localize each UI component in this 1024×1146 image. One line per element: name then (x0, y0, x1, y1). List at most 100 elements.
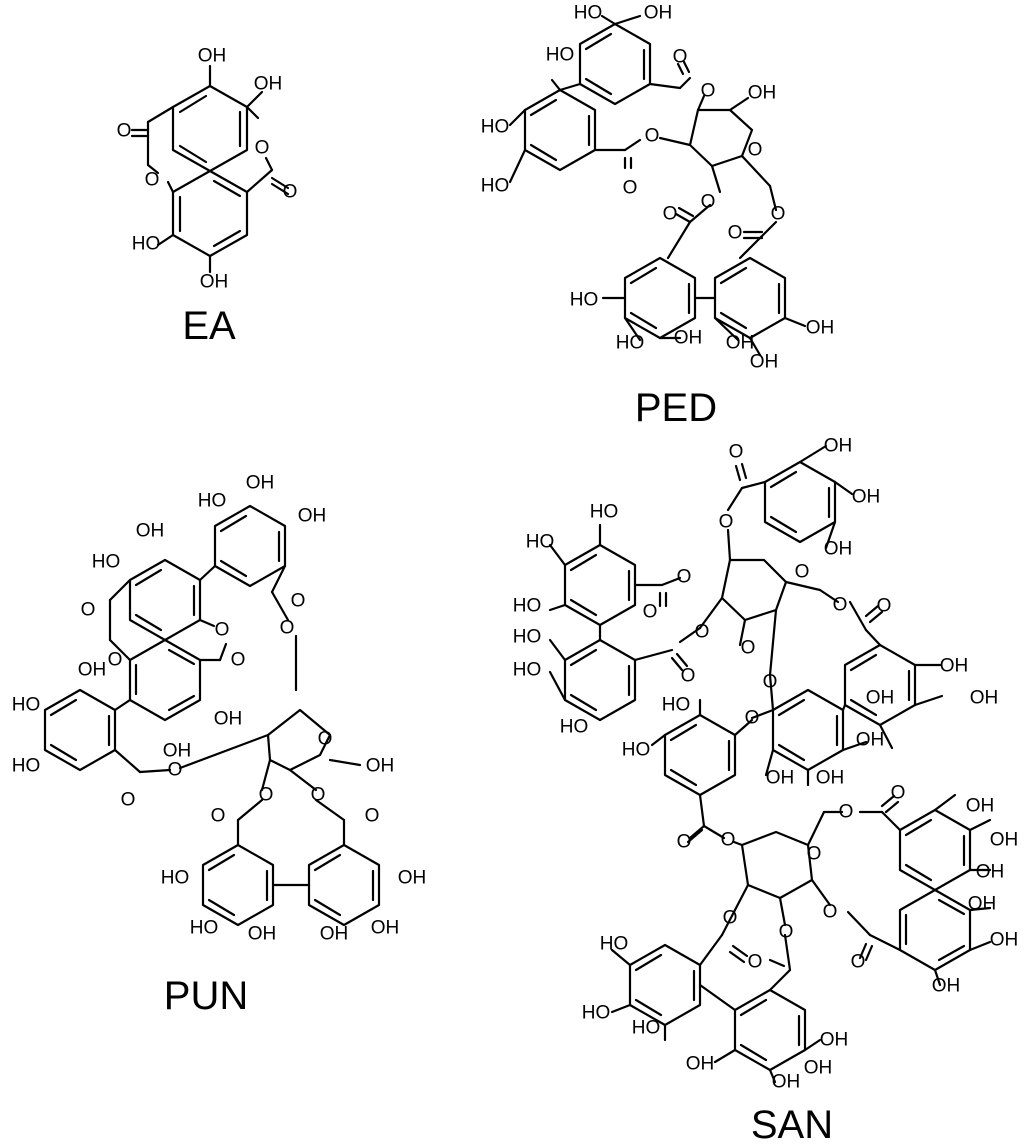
pun-atom-oh-2: OH (298, 506, 327, 527)
san-atom-oh-13: OH (968, 894, 997, 915)
ea-atom-oh-top: OH (198, 46, 227, 67)
pun-atom-o-13: O (365, 806, 380, 827)
san-atom-o-18: O (723, 908, 738, 929)
san-atom-oh-14: OH (990, 930, 1019, 951)
san-structure: OH O OH HO O OH HO O O O O HO O O HO O O… (513, 436, 1019, 1146)
ped-atom-o-9: O (728, 223, 743, 244)
ped-atom-o-8: O (663, 204, 678, 225)
san-compound-label: SAN (751, 1103, 833, 1146)
pun-atom-oh-7: OH (366, 756, 395, 777)
ped-bonds (508, 14, 807, 357)
san-atom-o-2: O (719, 512, 734, 533)
ped-atom-oh-6: OH (806, 318, 835, 339)
ea-atom-ho-bottom-left: HO (132, 234, 161, 255)
san-atom-oh-12: OH (976, 862, 1005, 883)
ped-atom-ho-6: HO (616, 333, 645, 354)
pun-atom-oh-4: OH (78, 660, 107, 681)
ea-atom-o-ring-right: O (255, 138, 270, 159)
ped-atom-o-3: O (645, 126, 660, 147)
ped-atom-ho-5: HO (570, 290, 599, 311)
pun-atom-oh-1: OH (246, 473, 275, 494)
ped-atom-ho-2: HO (546, 45, 575, 66)
pun-atom-oh-9: OH (248, 924, 277, 945)
san-atom-oh-8: OH (766, 768, 795, 789)
pun-atom-o-9: O (121, 790, 136, 811)
pun-atom-oh-3: OH (136, 521, 165, 542)
ped-atom-oh-1: OH (644, 3, 673, 24)
pun-atom-oh-10: OH (320, 924, 349, 945)
san-atom-o-12: O (745, 708, 760, 729)
pun-bonds (43, 504, 381, 927)
san-atom-o-8: O (695, 622, 710, 643)
pun-atom-o-1: O (81, 600, 96, 621)
san-atom-o-1: O (729, 442, 744, 463)
ped-atom-o-7: O (771, 204, 786, 225)
san-atom-oh-7: OH (856, 730, 885, 751)
san-atom-o-14: O (839, 802, 854, 823)
san-atom-o-16: O (721, 830, 736, 851)
san-atom-o-6: O (877, 596, 892, 617)
pun-atom-oh-6: OH (163, 741, 192, 762)
san-atom-oh-18: OH (804, 1058, 833, 1079)
san-atom-oh-19: OH (772, 1072, 801, 1093)
san-atom-o-21: O (748, 952, 763, 973)
ea-structure: OH OH O O O O HO OH EA (117, 46, 298, 349)
san-atom-o-10: O (681, 666, 696, 687)
san-atom-ho-10: HO (582, 1003, 611, 1024)
pun-atom-oh-8: OH (398, 868, 427, 889)
san-atom-oh-15: OH (932, 976, 961, 997)
san-atom-ho-6: HO (662, 695, 691, 716)
ped-atom-o-6: O (701, 192, 716, 213)
san-atom-oh-16: OH (820, 1030, 849, 1051)
ped-atom-o-2: O (701, 81, 716, 102)
san-atom-ho-4: HO (513, 627, 542, 648)
san-atom-o-15: O (677, 832, 692, 853)
ped-atom-oh-3: OH (674, 328, 703, 349)
san-atom-o-11: O (763, 672, 778, 693)
san-atom-o-3: O (795, 562, 810, 583)
san-atom-o-19: O (823, 902, 838, 923)
pun-atom-oh-5: OH (214, 709, 243, 730)
san-atom-o-4: O (677, 567, 692, 588)
san-atom-oh-1: OH (824, 436, 853, 457)
pun-atom-o-8: O (168, 760, 183, 781)
ped-structure: HO OH HO O O OH HO O O O HO O O O O HO H… (481, 3, 835, 431)
san-atom-ho-7: HO (560, 717, 589, 738)
pun-atom-o-6: O (231, 650, 246, 671)
pun-atom-ho-5: HO (161, 868, 190, 889)
ea-bonds (130, 64, 290, 274)
san-atom-o-13: O (891, 783, 906, 804)
ea-atom-o-ring-left: O (145, 170, 160, 191)
san-atom-o-22: O (851, 952, 866, 973)
san-atom-o-7: O (643, 602, 658, 623)
san-atom-ho-1: HO (590, 502, 619, 523)
ped-compound-label: PED (635, 386, 717, 430)
pun-atom-o-5: O (108, 650, 123, 671)
ea-atom-o-carbonyl-left: O (117, 121, 132, 142)
pun-structure: HO OH OH OH HO O O O O O O OH HO OH O OH… (12, 473, 427, 1019)
ea-compound-label: EA (182, 304, 236, 348)
pun-atom-o-3: O (280, 618, 295, 639)
san-atom-oh-2: OH (852, 487, 881, 508)
pun-atom-o-4: O (215, 620, 230, 641)
pun-compound-label: PUN (164, 974, 248, 1018)
san-bonds (548, 444, 992, 1084)
san-atom-oh-3: OH (824, 539, 853, 560)
san-atom-ho-5: HO (513, 660, 542, 681)
pun-atom-ho-2: HO (92, 552, 121, 573)
san-atom-ho-2: HO (526, 532, 555, 553)
san-atom-ho-9: HO (600, 934, 629, 955)
ea-atom-oh-bottom: OH (200, 272, 229, 293)
ped-atom-ho-3: HO (481, 117, 510, 138)
pun-atom-ho-1: HO (198, 491, 227, 512)
san-atom-oh-5: OH (970, 688, 999, 709)
pun-atom-o-2: O (291, 591, 306, 612)
san-atom-oh-10: OH (966, 796, 995, 817)
san-atom-oh-9: OH (816, 768, 845, 789)
ped-atom-o-4: O (748, 140, 763, 161)
ped-atom-oh-4: OH (726, 333, 755, 354)
ped-atom-oh-2: OH (748, 83, 777, 104)
ped-atom-ho-1: HO (574, 3, 603, 24)
pun-atom-o-7: O (318, 729, 333, 750)
ped-atom-oh-5: OH (750, 352, 779, 373)
